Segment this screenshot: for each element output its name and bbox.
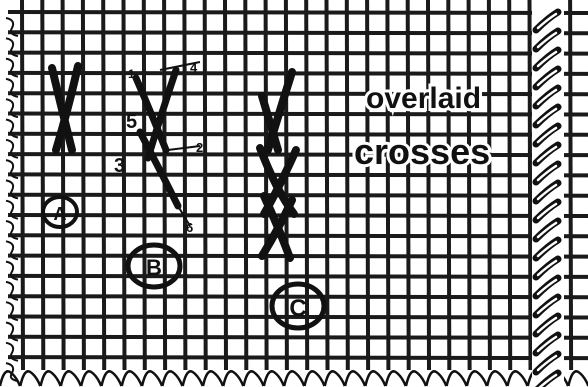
mesh-vertical-thread [245,0,246,370]
caption-line-1: overlaid [366,82,481,115]
mesh-vertical-thread [42,0,43,370]
mesh-vertical-thread [83,0,84,370]
mesh-vertical-thread [448,0,449,370]
mesh-horizontal-thread [8,174,588,175]
mesh-vertical-thread [408,0,409,370]
mesh-vertical-thread [63,0,64,370]
mesh-horizontal-thread [8,53,588,54]
mesh-vertical-thread [367,0,368,370]
mesh-vertical-thread [266,0,267,370]
mesh-vertical-thread [387,0,388,370]
step-number-1: 1 [128,67,135,81]
mesh-vertical-thread [124,0,125,370]
mesh-vertical-thread [327,0,328,370]
step-number-4: 4 [190,60,198,75]
mesh-horizontal-thread [8,114,588,115]
mesh-vertical-thread [489,0,490,370]
mesh-horizontal-thread [8,134,588,135]
mesh-vertical-thread [509,0,510,370]
mesh-vertical-thread [205,0,206,370]
mesh-vertical-thread [469,0,470,370]
mesh-vertical-thread [428,0,429,370]
mesh-vertical-thread [225,0,226,370]
mesh-horizontal-thread [8,73,588,74]
caption-line-2: crosses [354,131,490,172]
mesh-vertical-thread [144,0,145,370]
label-c-text: C [289,295,306,322]
step-number-5: 5 [126,111,137,133]
mesh-horizontal-thread [8,337,588,338]
mesh-horizontal-thread [8,32,588,33]
mesh-vertical-thread [347,0,348,370]
mesh-horizontal-thread [8,276,588,277]
mesh-horizontal-thread [8,215,588,216]
label-a-text: A [54,204,67,224]
step-number-2: 2 [196,140,203,155]
mesh-vertical-thread [286,0,287,370]
mesh-horizontal-thread [8,195,588,196]
mesh-horizontal-thread [8,12,588,13]
overcast-edge [532,0,564,387]
mesh-horizontal-thread [8,256,588,257]
step-number-6: 6 [186,220,193,235]
mesh-horizontal-thread [8,93,588,94]
mesh-vertical-thread [184,0,185,370]
mesh-horizontal-thread [8,235,588,236]
mesh-vertical-thread [103,0,104,370]
mesh-vertical-thread [22,0,23,370]
mesh-horizontal-thread [8,357,588,358]
step-number-3: 3 [114,155,125,177]
label-b-text: B [146,255,162,280]
